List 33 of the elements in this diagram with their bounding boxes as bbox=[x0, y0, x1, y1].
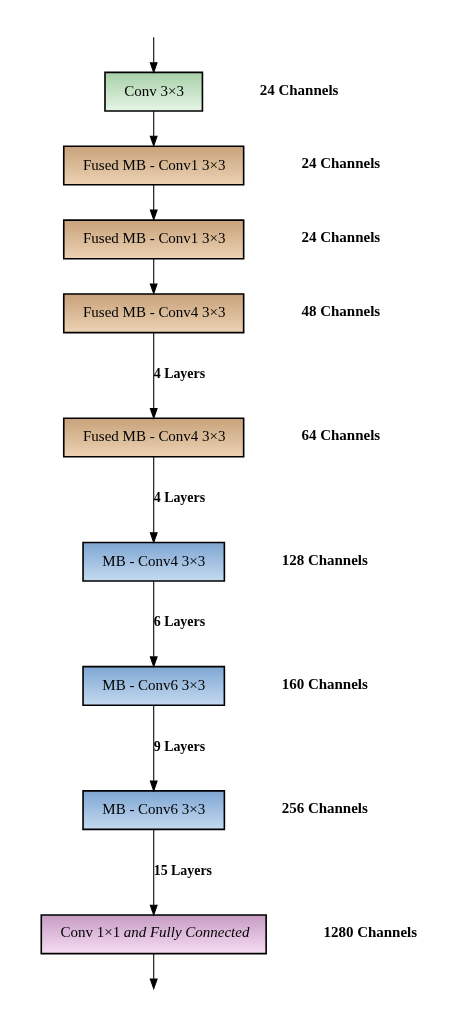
node-label: 24 Channels bbox=[300, 229, 380, 246]
node-box: Conv 1×1 and Fully Connected bbox=[39, 914, 267, 955]
arrow bbox=[149, 705, 158, 793]
node-box: Fused MB - Conv1 3×3 bbox=[62, 219, 244, 260]
node-box: MB - Conv6 3×3 bbox=[81, 665, 225, 706]
node-box: Fused MB - Conv4 3×3 bbox=[62, 293, 244, 334]
arrow bbox=[149, 184, 158, 222]
node-label: 48 Channels bbox=[300, 303, 380, 320]
edge-label: 6 Layers bbox=[153, 614, 205, 630]
node-box: MB - Conv6 3×3 bbox=[81, 790, 225, 831]
node-label: 160 Channels bbox=[281, 675, 368, 692]
node-label: 256 Channels bbox=[281, 800, 368, 817]
node-box: Conv 3×3 bbox=[103, 71, 203, 112]
arrow bbox=[149, 332, 158, 420]
node-label: 24 Channels bbox=[259, 81, 338, 98]
arrow bbox=[149, 456, 158, 544]
arrow bbox=[149, 580, 158, 669]
arrow bbox=[149, 36, 158, 74]
arrow bbox=[149, 110, 158, 148]
node-label: 64 Channels bbox=[300, 427, 380, 444]
node-label: 128 Channels bbox=[281, 551, 368, 568]
node-box: Fused MB - Conv1 3×3 bbox=[62, 145, 244, 186]
node-box: MB - Conv4 3×3 bbox=[81, 541, 225, 582]
edge-label: 9 Layers bbox=[153, 738, 205, 754]
node-box: Fused MB - Conv4 3×3 bbox=[62, 417, 244, 458]
node-label: 24 Channels bbox=[300, 155, 380, 172]
edge-label: 15 Layers bbox=[153, 862, 212, 878]
node-label: 1280 Channels bbox=[322, 924, 417, 941]
edge-label: 4 Layers bbox=[153, 365, 205, 381]
arrow bbox=[149, 258, 158, 296]
arrow bbox=[149, 829, 158, 917]
edge-label: 4 Layers bbox=[153, 490, 205, 506]
arrow bbox=[149, 953, 158, 991]
